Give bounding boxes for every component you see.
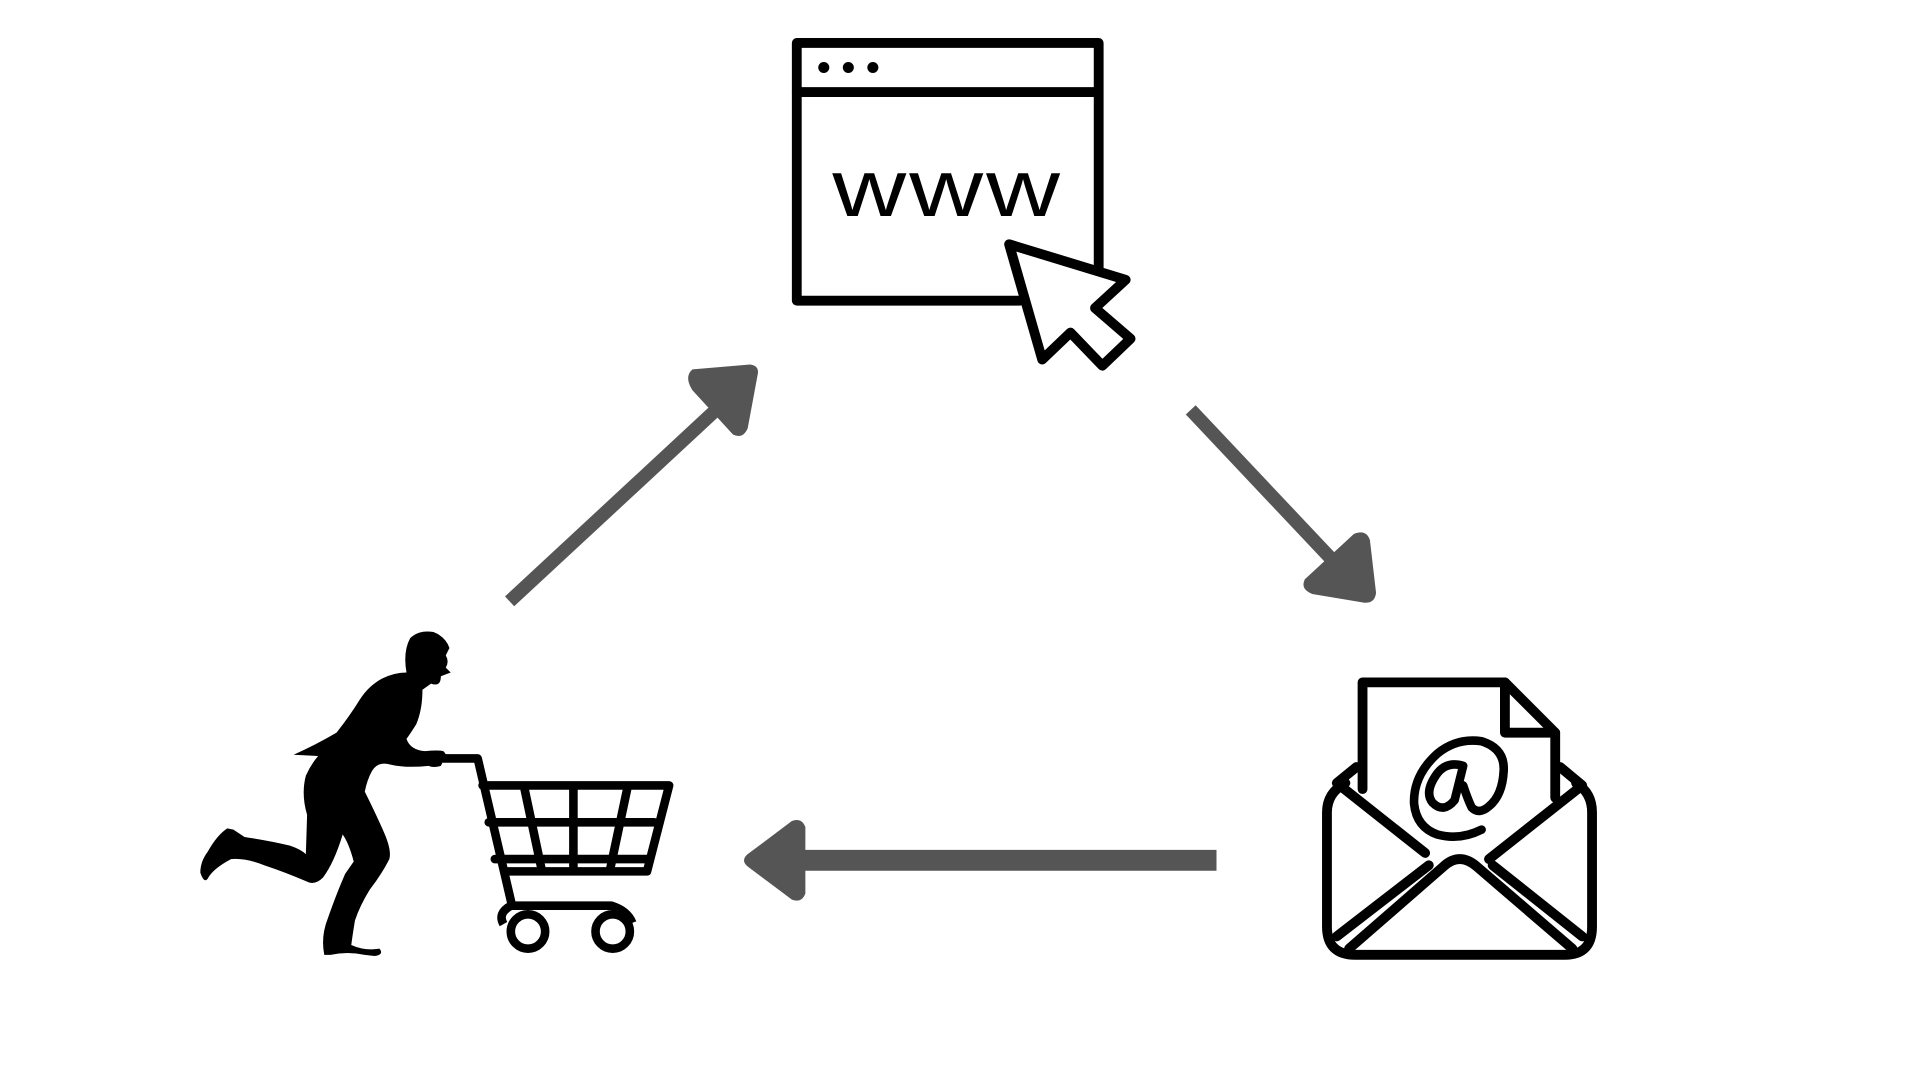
- shopping-cart-icon: [439, 754, 674, 911]
- cart-wheels: [497, 901, 637, 953]
- browser-www-text: www: [831, 144, 1063, 234]
- email-envelope-icon: [1322, 677, 1597, 960]
- document-folded-corner: [1500, 677, 1561, 738]
- envelope-left-flap: [1331, 762, 1431, 858]
- arrow-shopper-to-browser: [505, 364, 758, 607]
- arrow-email-to-shopper: [744, 820, 1217, 901]
- arrow-browser-to-email: [1185, 405, 1377, 603]
- man-pushing-shopping-cart-icon: [200, 631, 674, 957]
- shopper-silhouette: [200, 631, 451, 957]
- browser-frame: [791, 38, 1104, 306]
- browser-window-icon: www: [791, 38, 1104, 306]
- mouse-pointer-cursor-icon: [1004, 239, 1136, 371]
- browser-window-dots: [818, 61, 879, 74]
- envelope-right-flap: [1484, 762, 1588, 864]
- envelope-body: [1322, 778, 1597, 960]
- email-at-symbol: [1409, 736, 1508, 842]
